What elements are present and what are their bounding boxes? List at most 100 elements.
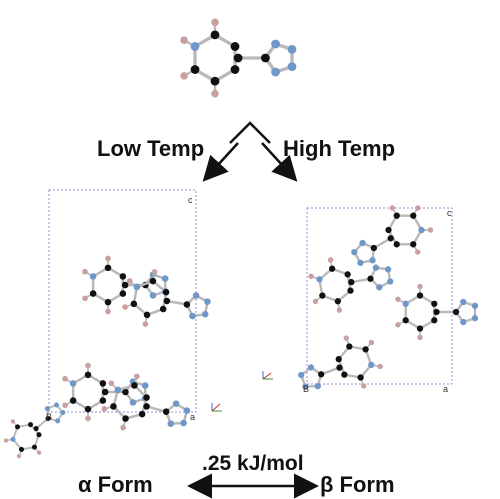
- nitrogen-atom: [44, 406, 50, 412]
- hydrogen-atom: [108, 380, 115, 387]
- hydrogen-atom: [16, 454, 22, 459]
- nitrogen-atom: [298, 371, 305, 379]
- beta-axis-indicator: [262, 371, 273, 380]
- carbon-atom: [318, 371, 325, 378]
- beta-molecule-3: [395, 283, 479, 341]
- nitrogen-atom: [357, 259, 364, 266]
- alpha-c-letter: c: [188, 195, 193, 205]
- hydrogen-atom: [389, 205, 395, 211]
- hydrogen-atom: [427, 227, 434, 233]
- carbon-atom: [101, 388, 109, 396]
- beta-form-label: β Form: [320, 472, 395, 497]
- alpha-a-letter: a: [190, 412, 195, 422]
- carbon-atom: [27, 422, 34, 428]
- carbon-atom: [45, 415, 51, 422]
- nitrogen-atom: [149, 292, 157, 299]
- carbon-atom: [431, 300, 438, 307]
- nitrogen-atom: [141, 382, 149, 389]
- nitrogen-atom: [387, 278, 394, 285]
- nitrogen-atom: [129, 399, 137, 406]
- alpha-form-packing: [3, 255, 211, 459]
- beta-molecule-2: [308, 257, 394, 313]
- nitrogen-atom: [376, 284, 383, 291]
- carbon-atom: [89, 290, 97, 297]
- hydrogen-atom: [417, 283, 423, 290]
- hydrogen-atom: [36, 450, 42, 455]
- carbon-atom: [335, 355, 342, 363]
- carbon-atom: [183, 301, 191, 308]
- carbon-atom: [163, 297, 171, 305]
- nitrogen-atom: [161, 275, 169, 282]
- nitrogen-atom: [54, 402, 60, 408]
- carbon-atom: [393, 212, 400, 219]
- carbon-atom: [344, 271, 351, 278]
- carbon-atom: [33, 425, 39, 432]
- carbon-atom: [367, 275, 374, 282]
- nitrogen-atom: [180, 419, 187, 427]
- carbon-atom: [410, 241, 417, 248]
- nitrogen-atom: [369, 257, 376, 264]
- carbon-atom: [346, 343, 353, 350]
- beta-form-packing: [298, 205, 479, 390]
- alpha-molecule-3: [62, 362, 149, 422]
- hydrogen-atom: [312, 298, 319, 305]
- alpha-axis-indicator: [211, 403, 222, 412]
- hydrogen-atom: [327, 257, 334, 263]
- beta-molecule-4: [298, 335, 383, 390]
- alpha-unit-cell: [48, 189, 197, 413]
- nitrogen-atom: [302, 383, 309, 390]
- carbon-atom: [336, 364, 343, 371]
- carbon-atom: [260, 53, 270, 63]
- carbon-atom: [348, 278, 355, 286]
- carbon-atom: [319, 292, 326, 299]
- carbon-atom: [104, 264, 112, 272]
- carbon-atom: [341, 371, 348, 378]
- nitrogen-atom: [204, 298, 211, 305]
- carbon-atom: [230, 42, 240, 51]
- nitrogen-atom: [192, 292, 200, 299]
- hydrogen-atom: [101, 406, 108, 412]
- beta-c-letter: c: [447, 208, 452, 218]
- hydrogen-atom: [395, 296, 401, 302]
- carbon-atom: [18, 446, 25, 452]
- nitrogen-atom: [471, 302, 479, 309]
- nitrogen-atom: [189, 312, 196, 320]
- carbon-atom: [99, 380, 107, 387]
- carbon-atom: [370, 244, 377, 252]
- carbon-atom: [99, 397, 107, 404]
- nitrogen-atom: [167, 420, 175, 427]
- hydrogen-atom: [85, 415, 91, 422]
- hydrogen-atom: [134, 373, 140, 380]
- carbon-atom: [84, 371, 92, 379]
- carbon-atom: [357, 374, 364, 381]
- nitrogen-atom: [372, 264, 380, 271]
- nitrogen-atom: [271, 39, 280, 49]
- nitrogen-atom: [460, 298, 467, 306]
- carbon-atom: [84, 405, 92, 413]
- nitrogen-atom: [60, 409, 66, 416]
- nitrogen-atom: [114, 386, 122, 394]
- hydrogen-atom: [336, 307, 343, 313]
- nitrogen-atom: [69, 380, 77, 387]
- carbon-atom: [387, 235, 394, 242]
- nitrogen-atom: [287, 62, 297, 72]
- carbon-atom: [233, 53, 243, 63]
- carbon-atom: [143, 311, 151, 319]
- nitrogen-atom: [359, 239, 366, 247]
- nitrogen-atom: [418, 226, 425, 234]
- nitrogen-atom: [460, 318, 467, 326]
- carbon-atom: [410, 212, 417, 219]
- carbon-atom: [328, 265, 336, 272]
- hydrogen-atom: [211, 89, 219, 98]
- top-molecule: [180, 18, 297, 98]
- alpha-molecule-4: [101, 373, 191, 431]
- hydrogen-atom: [308, 273, 314, 279]
- alpha-form-label: α Form: [78, 472, 153, 497]
- nitrogen-atom: [89, 273, 97, 280]
- beta-a-letter: a: [443, 384, 448, 394]
- alpha-molecule-5: [3, 402, 66, 459]
- carbon-atom: [393, 241, 400, 248]
- carbon-atom: [190, 65, 200, 74]
- alpha-b-letter: B: [46, 412, 52, 422]
